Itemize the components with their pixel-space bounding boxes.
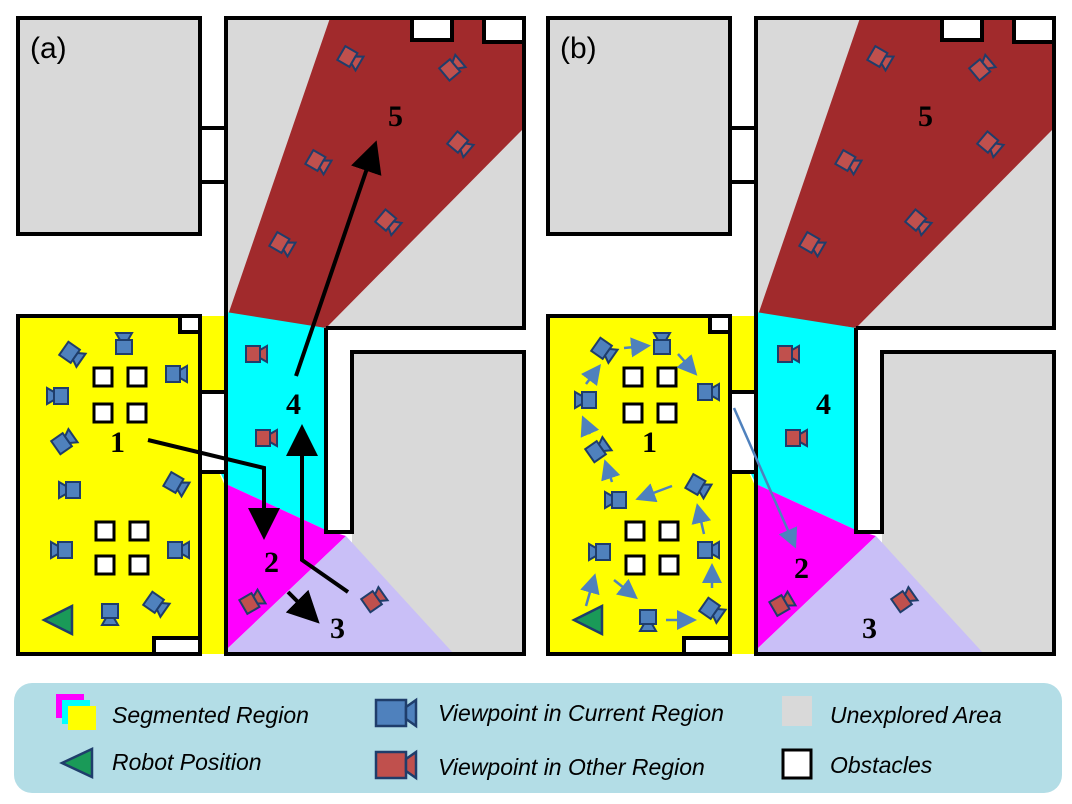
legend-label-robot-position: Robot Position bbox=[112, 749, 262, 775]
region-label: 3 bbox=[862, 612, 877, 645]
legend-label-viewpoint-current: Viewpoint in Current Region bbox=[438, 700, 724, 726]
legend-label-obstacles: Obstacles bbox=[830, 752, 933, 778]
legend-label-viewpoint-other: Viewpoint in Other Region bbox=[438, 754, 705, 780]
panel-label: (a) bbox=[30, 32, 67, 65]
region-label: 4 bbox=[286, 388, 301, 421]
legend-label-unexplored-area: Unexplored Area bbox=[830, 702, 1002, 728]
region-label: 1 bbox=[642, 426, 657, 459]
region-label: 5 bbox=[918, 100, 933, 133]
region-label: 4 bbox=[816, 388, 831, 421]
panel-a: (a) bbox=[18, 18, 524, 654]
legend-obstacle-square-icon bbox=[781, 748, 813, 780]
panel-b: (b) bbox=[548, 18, 1054, 654]
legend-robot-triangle-icon bbox=[59, 747, 94, 779]
legend-viewpoint-current-camera-icon bbox=[374, 697, 418, 729]
legend-viewpoint-other-camera-icon bbox=[374, 749, 418, 781]
segmented-region-swatch-icon bbox=[56, 694, 96, 730]
legend-unexplored-swatch-icon bbox=[782, 696, 812, 726]
legend: Segmented Region Robot Position Viewpoin… bbox=[14, 683, 1062, 793]
region-label: 2 bbox=[264, 546, 279, 579]
viewpoint-order-path bbox=[580, 337, 798, 630]
region-label: 2 bbox=[794, 552, 809, 585]
region-label: 3 bbox=[330, 612, 345, 645]
legend-label-segmented-region: Segmented Region bbox=[112, 702, 309, 728]
region-label: 5 bbox=[388, 100, 403, 133]
region-label: 1 bbox=[110, 426, 125, 459]
panel-label: (b) bbox=[560, 32, 597, 65]
region-order-path bbox=[147, 140, 382, 624]
